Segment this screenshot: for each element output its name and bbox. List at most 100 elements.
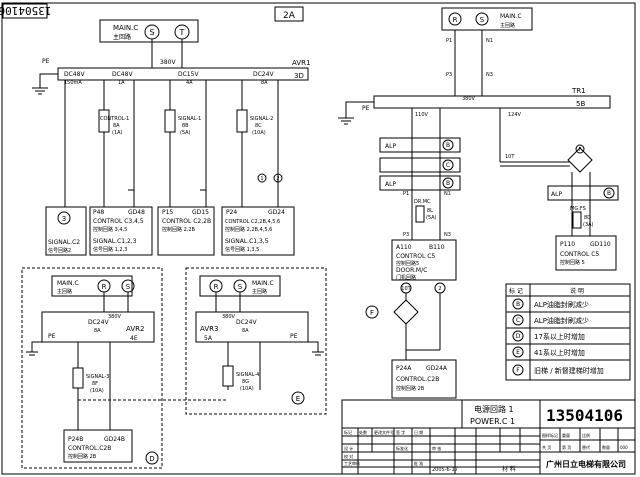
pe-label-2: PE bbox=[362, 105, 370, 112]
box-p24b-c: CONTROL.C2B bbox=[68, 445, 111, 452]
v380-label-4: 380V bbox=[222, 314, 236, 320]
tb-cell-6: 替代 bbox=[582, 444, 590, 450]
tap-3-label: DC15V bbox=[178, 71, 199, 78]
signal-3-fuse: 8F bbox=[92, 381, 98, 387]
tap-2-label: DC48V bbox=[112, 71, 133, 78]
title-name-en: POWER.C 1 bbox=[470, 417, 515, 426]
control-1-rating: (1A) bbox=[112, 130, 123, 136]
p3-label-mid: P3 bbox=[403, 232, 409, 238]
signal-4-name: SIGNAL-4 bbox=[236, 372, 259, 378]
terminal-s-1-label: S bbox=[149, 28, 154, 37]
avr2-sub: 4E bbox=[130, 335, 138, 342]
sheet-tag: 2A bbox=[283, 11, 296, 21]
door-a110: A110 bbox=[396, 244, 412, 251]
box-p15-c: CONTROL C2,2B bbox=[162, 218, 211, 225]
signal-1-name: SIGNAL-1 bbox=[178, 116, 201, 122]
terminal-r-2-label: R bbox=[453, 16, 458, 24]
avr2-name: AVR2 bbox=[126, 325, 144, 333]
box-p24a-a: P24A bbox=[396, 365, 412, 372]
alp-row-3: ALP bbox=[385, 181, 396, 188]
terminal-s-2-label: S bbox=[480, 16, 485, 24]
tr1-name: TR1 bbox=[571, 87, 586, 95]
n3-label-mid: N3 bbox=[444, 232, 451, 238]
box-p110-b: GD110 bbox=[590, 241, 611, 248]
main-c-cn-4: 主回路 bbox=[252, 288, 267, 295]
tb-label-5: 日 期 bbox=[414, 429, 423, 435]
v124-label: 124V bbox=[508, 112, 522, 118]
n1-label-mid: N1 bbox=[444, 191, 451, 197]
terminal-t-1-label: T bbox=[179, 28, 185, 37]
legend-row-3-key: D bbox=[516, 333, 521, 340]
main-c-label-1: MAIN.C bbox=[113, 24, 138, 32]
fuse-signal-1 bbox=[164, 109, 176, 133]
box-p110-d: 控制回路 5 bbox=[560, 259, 585, 266]
signal-2-fuse: 8C bbox=[255, 123, 262, 129]
region-e-tag: E bbox=[296, 395, 300, 403]
signal-3-name: SIGNAL-3 bbox=[86, 374, 109, 380]
ten-t-label: 10T bbox=[505, 154, 515, 160]
alp-b-row bbox=[379, 137, 461, 153]
avr2-box bbox=[41, 311, 155, 343]
alp-row-2-tag: C bbox=[446, 162, 450, 169]
box-p24b-b: GD24B bbox=[104, 436, 125, 443]
sheet-tag-box bbox=[274, 6, 304, 22]
tap-1-label: DC48V bbox=[64, 71, 85, 78]
main-c-box-3 bbox=[51, 275, 133, 297]
alp-row-3-tag: B bbox=[446, 180, 450, 187]
v380-label-2: 380V bbox=[462, 96, 476, 102]
box-door-mc bbox=[391, 239, 457, 281]
mg-fuse: 8D bbox=[584, 215, 591, 221]
signal-2-name: SIGNAL-2 bbox=[250, 116, 273, 122]
p1-label-mid: P1 bbox=[403, 191, 409, 197]
alp-e-row bbox=[379, 175, 461, 191]
box-p24b-a: P24B bbox=[68, 436, 83, 443]
title-drawing-number: 13504106 bbox=[546, 406, 623, 425]
signal-1-rating: (5A) bbox=[180, 130, 191, 136]
rect-mid-1: 10T bbox=[401, 286, 411, 292]
circle-2-label: 2 bbox=[276, 176, 279, 182]
terminal-s-3-label: S bbox=[126, 283, 131, 291]
box-p48-a: P48 bbox=[93, 209, 104, 216]
box-signal-c2 bbox=[45, 206, 87, 256]
circle-1-label: 1 bbox=[260, 176, 263, 182]
tb-cell-1: 图样标记 bbox=[542, 432, 558, 438]
tap-4-cur: 8A bbox=[261, 80, 268, 86]
box-p48 bbox=[89, 206, 153, 256]
terminal-r-3-label: R bbox=[102, 283, 107, 291]
rectifier-top bbox=[567, 147, 593, 173]
main-c-box-1 bbox=[99, 19, 199, 43]
legend-table bbox=[505, 283, 631, 381]
title-company: 广州日立电梯有限公司 bbox=[546, 459, 626, 469]
box-signal-c2-circle: 3 bbox=[62, 215, 66, 223]
alp-right-row bbox=[547, 185, 619, 201]
box-p24-e: SIGNAL.C1,3,5 bbox=[225, 238, 269, 245]
corner-number-box bbox=[2, 3, 48, 19]
terminal-r-4-label: R bbox=[214, 283, 219, 291]
circle-2 bbox=[273, 173, 283, 183]
signal-3-rating: (10A) bbox=[90, 388, 104, 394]
box-signal-c2-line2: 信号回路2 bbox=[48, 247, 71, 254]
tr1-bus bbox=[373, 95, 611, 109]
signal-2-rating: (10A) bbox=[252, 130, 266, 136]
region-e bbox=[185, 267, 327, 415]
alp-right: ALP bbox=[551, 191, 562, 198]
terminal-s-4-label: S bbox=[238, 283, 243, 291]
p3-label-top: P3 bbox=[446, 72, 452, 78]
main-c-label-4: MAIN.C bbox=[252, 280, 274, 287]
title-date: 2005-6-17 bbox=[432, 467, 458, 473]
tap-2-cur: 1A bbox=[118, 80, 125, 86]
control-1-name: CONTROL-1 bbox=[100, 116, 129, 122]
legend-row-1-value: ALP油脂封刷减少 bbox=[534, 300, 589, 309]
legend-row-4-value: 41系以上时增加 bbox=[534, 348, 585, 357]
corner-drawing-number: 13504106 bbox=[0, 4, 51, 17]
avr1-name: AVR1 bbox=[292, 59, 310, 67]
tap-1-cur: 150mA bbox=[64, 80, 82, 86]
box-p15 bbox=[157, 206, 215, 256]
tb-label-2: 处数 bbox=[359, 429, 367, 435]
avr3-sub: 5A bbox=[204, 335, 213, 342]
title-material: 材 料 bbox=[502, 465, 516, 473]
alp-row-1: ALP bbox=[385, 143, 396, 150]
door-b110: B110 bbox=[429, 244, 445, 251]
